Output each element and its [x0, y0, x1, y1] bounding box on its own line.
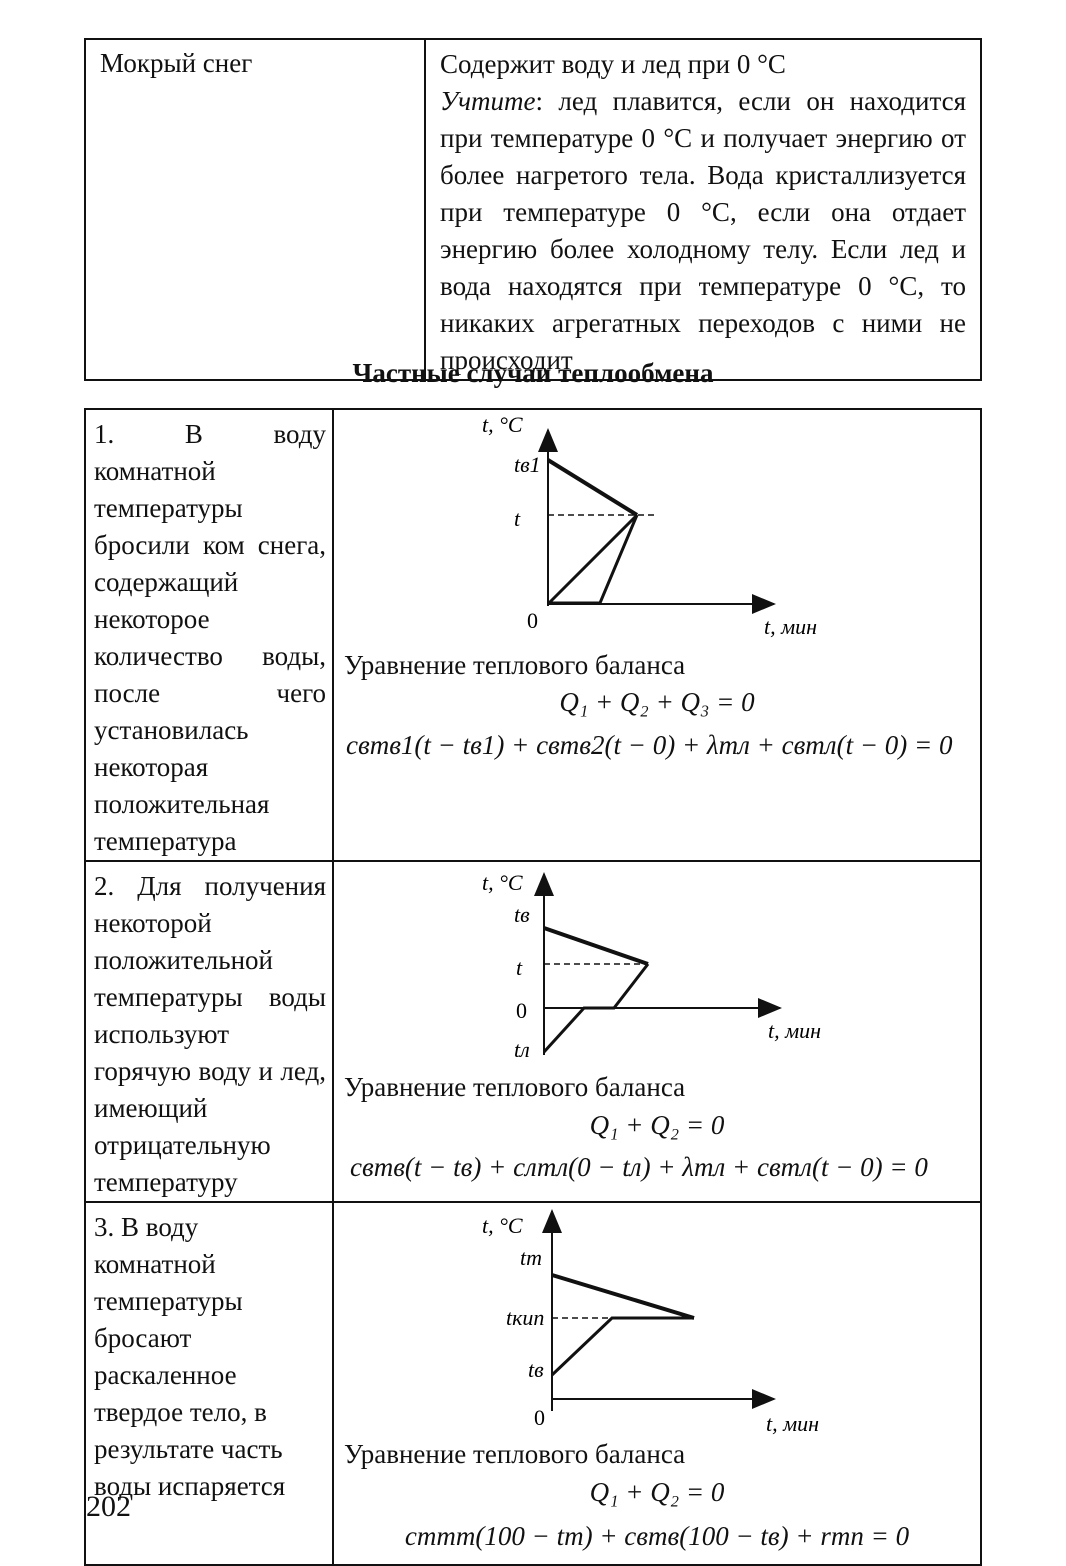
case-3-x-label: t, мин	[766, 1411, 819, 1436]
case-2-ice-line	[542, 963, 650, 1054]
case-2-description: 2. Для получения некоторой положительной…	[84, 860, 334, 1203]
case-3-graph: t, °C t, мин 0 tт tкип tв	[482, 1209, 819, 1436]
case-3-equation-full: cтmт(100 − tт) + cвmв(100 − tв) + rmп = …	[404, 1521, 910, 1551]
case-1-equation-short: Q₁ + Q₂ + Q₃ = 0	[559, 687, 755, 717]
section-title: Частные случаи теплообмена	[352, 358, 714, 388]
case-1-meltwater-line	[546, 513, 639, 606]
case-row-3: 3. В воду комнатной температуры бросают …	[84, 1201, 982, 1566]
case-1-equation-full: cвmв1(t − tв1) + cвmв2(t − 0) + λmл + cв…	[346, 730, 953, 760]
case-1-y-label: t, °C	[482, 412, 523, 437]
case-3-y-label: t, °C	[482, 1213, 523, 1238]
case-2-graph: t, °C t, мин 0 tв t tл	[482, 870, 821, 1062]
case-1-tick-t: t	[514, 506, 521, 531]
case-1-balance-title: Уравнение теплового баланса	[344, 650, 686, 680]
wet-snow-label: Мокрый снег	[100, 48, 253, 78]
case-1-snow-line	[548, 514, 639, 605]
case-3-equation-short: Q₁ + Q₂ = 0	[589, 1477, 725, 1507]
case-1-tick-tv1: tв1	[514, 452, 541, 477]
case-3-balance-title: Уравнение теплового баланса	[344, 1439, 686, 1469]
case-1-origin: 0	[527, 608, 538, 633]
case-2-tick-tv: tв	[514, 902, 530, 927]
case-1-graph: t, °C t, мин 0 tв1 t	[482, 412, 817, 639]
wet-snow-note: Учтите: лед плавится, если он находится …	[440, 83, 966, 379]
case-1-description: 1. В воду комнатной температуры бросили …	[84, 408, 334, 862]
case-2-origin: 0	[516, 998, 527, 1023]
case-3-tick-tv: tв	[528, 1357, 544, 1382]
wet-snow-definition: Содержит воду и лед при 0 °С Учтите: лед…	[424, 38, 982, 381]
case-3-figure: t, °C t, мин 0 tт tкип tв Уравнение тепл…	[332, 1201, 982, 1566]
case-3-water-line	[550, 1316, 694, 1377]
case-2-hot-water-line	[543, 926, 649, 966]
note-label: Учтите	[440, 86, 536, 116]
case-2-figure: t, °C t, мин 0 tв t tл Уравнение теплово…	[332, 860, 982, 1203]
case-1-x-label: t, мин	[764, 614, 817, 639]
wet-snow-table: Мокрый снег Содержит воду и лед при 0 °С…	[84, 38, 982, 381]
case-3-tick-tkip: tкип	[506, 1305, 544, 1330]
case-2-balance-title: Уравнение теплового баланса	[344, 1072, 686, 1102]
case-2-x-label: t, мин	[768, 1018, 821, 1043]
page-number: 202	[86, 1490, 131, 1523]
case-row-1: 1. В воду комнатной температуры бросили …	[84, 408, 982, 862]
heat-exchange-cases-table: 1. В воду комнатной температуры бросили …	[84, 408, 982, 1566]
case-3-origin: 0	[534, 1405, 545, 1430]
case-1-figure: t, °C t, мин 0 tв1 t Уравнение теплового…	[332, 408, 982, 862]
case-2-tick-t: t	[516, 955, 523, 980]
case-2-y-label: t, °C	[482, 870, 523, 895]
case-3-tick-tt: tт	[520, 1245, 542, 1270]
wet-snow-line1: Содержит воду и лед при 0 °С	[440, 49, 786, 79]
case-1-hot-water-line	[546, 458, 639, 517]
case-2-equation-short: Q₁ + Q₂ = 0	[589, 1110, 725, 1140]
case-2-tick-tl: tл	[514, 1037, 530, 1062]
case-2-equation-full: cвmв(t − tв) + cлmл(0 − tл) + λmл + cвmл…	[350, 1152, 928, 1182]
case-3-solid-line	[551, 1273, 695, 1320]
case-3-description: 3. В воду комнатной температуры бросают …	[84, 1201, 334, 1566]
note-text: : лед плавится, если он находится при те…	[440, 86, 966, 375]
case-row-2: 2. Для получения некоторой положительной…	[84, 860, 982, 1203]
wet-snow-term: Мокрый снег	[84, 38, 426, 381]
